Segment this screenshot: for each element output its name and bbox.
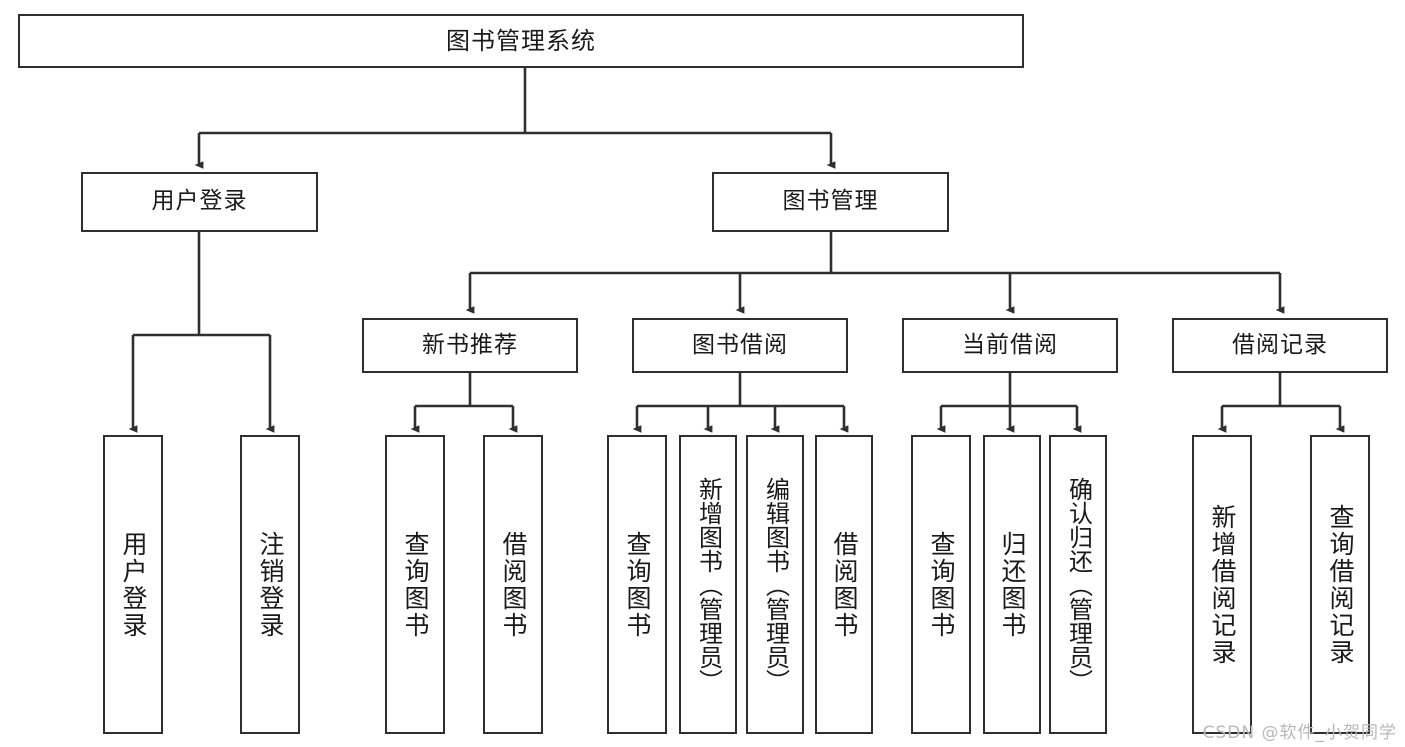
node-new-book-recommend[interactable]: 新书推荐	[362, 318, 578, 373]
leaf-recommend-borrow-book-label: 借阅图书	[499, 530, 528, 639]
node-current-borrow[interactable]: 当前借阅	[902, 318, 1118, 373]
leaf-current-confirm-return-label: 确认归还（管理员）	[1064, 476, 1093, 693]
node-user-login-label: 用户登录	[151, 188, 248, 215]
leaf-borrow-edit-book-label: 编辑图书（管理员）	[761, 476, 790, 693]
leaf-record-query[interactable]: 查询借阅记录	[1310, 435, 1370, 734]
node-book-borrow-label: 图书借阅	[692, 331, 788, 358]
leaf-borrow-edit-book[interactable]: 编辑图书（管理员）	[746, 435, 804, 734]
leaf-current-confirm-return[interactable]: 确认归还（管理员）	[1049, 435, 1107, 734]
leaf-user-login[interactable]: 用户登录	[103, 435, 163, 734]
leaf-logout[interactable]: 注销登录	[240, 435, 300, 734]
leaf-borrow-query-book[interactable]: 查询图书	[607, 435, 667, 734]
node-current-borrow-label: 当前借阅	[962, 331, 1058, 358]
node-book-manage[interactable]: 图书管理	[712, 172, 949, 232]
watermark: CSDN @软件_小贺同学	[1202, 723, 1397, 743]
node-new-book-recommend-label: 新书推荐	[422, 331, 518, 358]
node-borrow-record-label: 借阅记录	[1232, 331, 1328, 358]
leaf-current-query-book-label: 查询图书	[927, 530, 956, 639]
node-root-label: 图书管理系统	[446, 26, 596, 55]
leaf-recommend-query-book-label: 查询图书	[401, 530, 430, 639]
leaf-borrow-query-book-label: 查询图书	[623, 530, 652, 639]
node-root[interactable]: 图书管理系统	[18, 14, 1024, 68]
leaf-record-query-label: 查询借阅记录	[1326, 503, 1355, 666]
leaf-current-return-book[interactable]: 归还图书	[983, 435, 1041, 734]
leaf-record-add[interactable]: 新增借阅记录	[1192, 435, 1252, 734]
leaf-current-return-book-label: 归还图书	[998, 530, 1027, 639]
leaf-user-login-label: 用户登录	[119, 530, 148, 639]
leaf-record-add-label: 新增借阅记录	[1208, 503, 1237, 666]
leaf-recommend-query-book[interactable]: 查询图书	[385, 435, 445, 734]
leaf-logout-label: 注销登录	[256, 530, 285, 639]
leaf-recommend-borrow-book[interactable]: 借阅图书	[483, 435, 543, 734]
node-borrow-record[interactable]: 借阅记录	[1172, 318, 1388, 373]
leaf-borrow-add-book[interactable]: 新增图书（管理员）	[679, 435, 737, 734]
leaf-borrow-add-book-label: 新增图书（管理员）	[694, 476, 723, 693]
leaf-borrow-borrow-book-label: 借阅图书	[830, 530, 859, 639]
leaf-borrow-borrow-book[interactable]: 借阅图书	[815, 435, 873, 734]
node-user-login[interactable]: 用户登录	[81, 172, 318, 232]
leaf-current-query-book[interactable]: 查询图书	[911, 435, 971, 734]
node-book-borrow[interactable]: 图书借阅	[632, 318, 848, 373]
node-book-manage-label: 图书管理	[782, 188, 879, 215]
